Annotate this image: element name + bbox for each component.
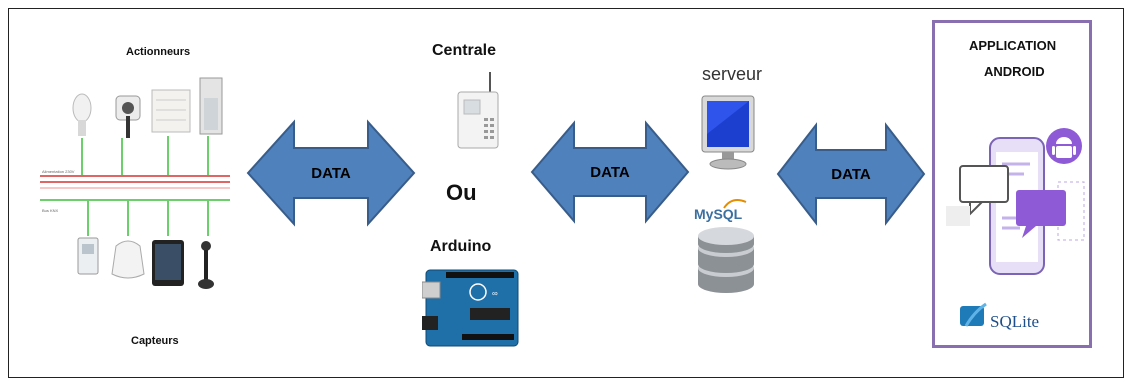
bus-label-bottom: Bus KNX — [42, 208, 59, 213]
tablet-icon — [152, 240, 184, 286]
sqlite-label: SQLite — [990, 312, 1040, 331]
sqlite-logo-icon — [960, 302, 987, 327]
anemometer-icon — [198, 241, 214, 289]
message-bubble-icon — [1016, 190, 1066, 238]
centrale-label: Centrale — [432, 42, 497, 59]
data-arrow-2-label: DATA — [590, 164, 630, 181]
heater-icon — [151, 89, 191, 133]
data-arrow-3-label: DATA — [831, 166, 871, 183]
data-arrow-2: DATA — [530, 120, 690, 224]
thermostat-icon — [77, 237, 99, 275]
motion-sensor-icon — [111, 240, 145, 279]
app-title-line2: ANDROID — [984, 64, 1045, 79]
app-title-line1: APPLICATION — [969, 38, 1057, 53]
svg-text:∞: ∞ — [492, 289, 498, 298]
data-arrow-1: DATA — [246, 119, 416, 227]
chat-bubble-icon — [959, 165, 1009, 217]
actuators-label: Actionneurs — [126, 46, 191, 58]
shutter-icon — [199, 77, 223, 135]
plug-socket-icon — [115, 95, 141, 138]
data-arrow-1-label: DATA — [311, 165, 351, 182]
actuators-sensors-illustration: Alimentation 230V Bus KNX — [40, 77, 230, 289]
sensors-label: Capteurs — [131, 335, 179, 347]
bus-label-top: Alimentation 230V — [42, 169, 75, 174]
bulb-icon — [72, 93, 92, 136]
monitor-icon — [701, 95, 755, 170]
mysql-label: MySQL — [694, 206, 743, 222]
database-icon — [698, 227, 754, 293]
mysql-dolphin-icon — [723, 199, 747, 209]
android-logo-icon — [1046, 128, 1082, 164]
or-label: Ou — [446, 180, 477, 205]
android-phone-illustration — [946, 128, 1085, 275]
server-label: serveur — [702, 64, 763, 84]
power-line — [40, 175, 230, 189]
arduino-board-icon: ∞ — [422, 269, 519, 347]
data-arrow-3: DATA — [776, 122, 926, 226]
arduino-label: Arduino — [430, 238, 492, 255]
central-unit-icon — [457, 72, 499, 149]
